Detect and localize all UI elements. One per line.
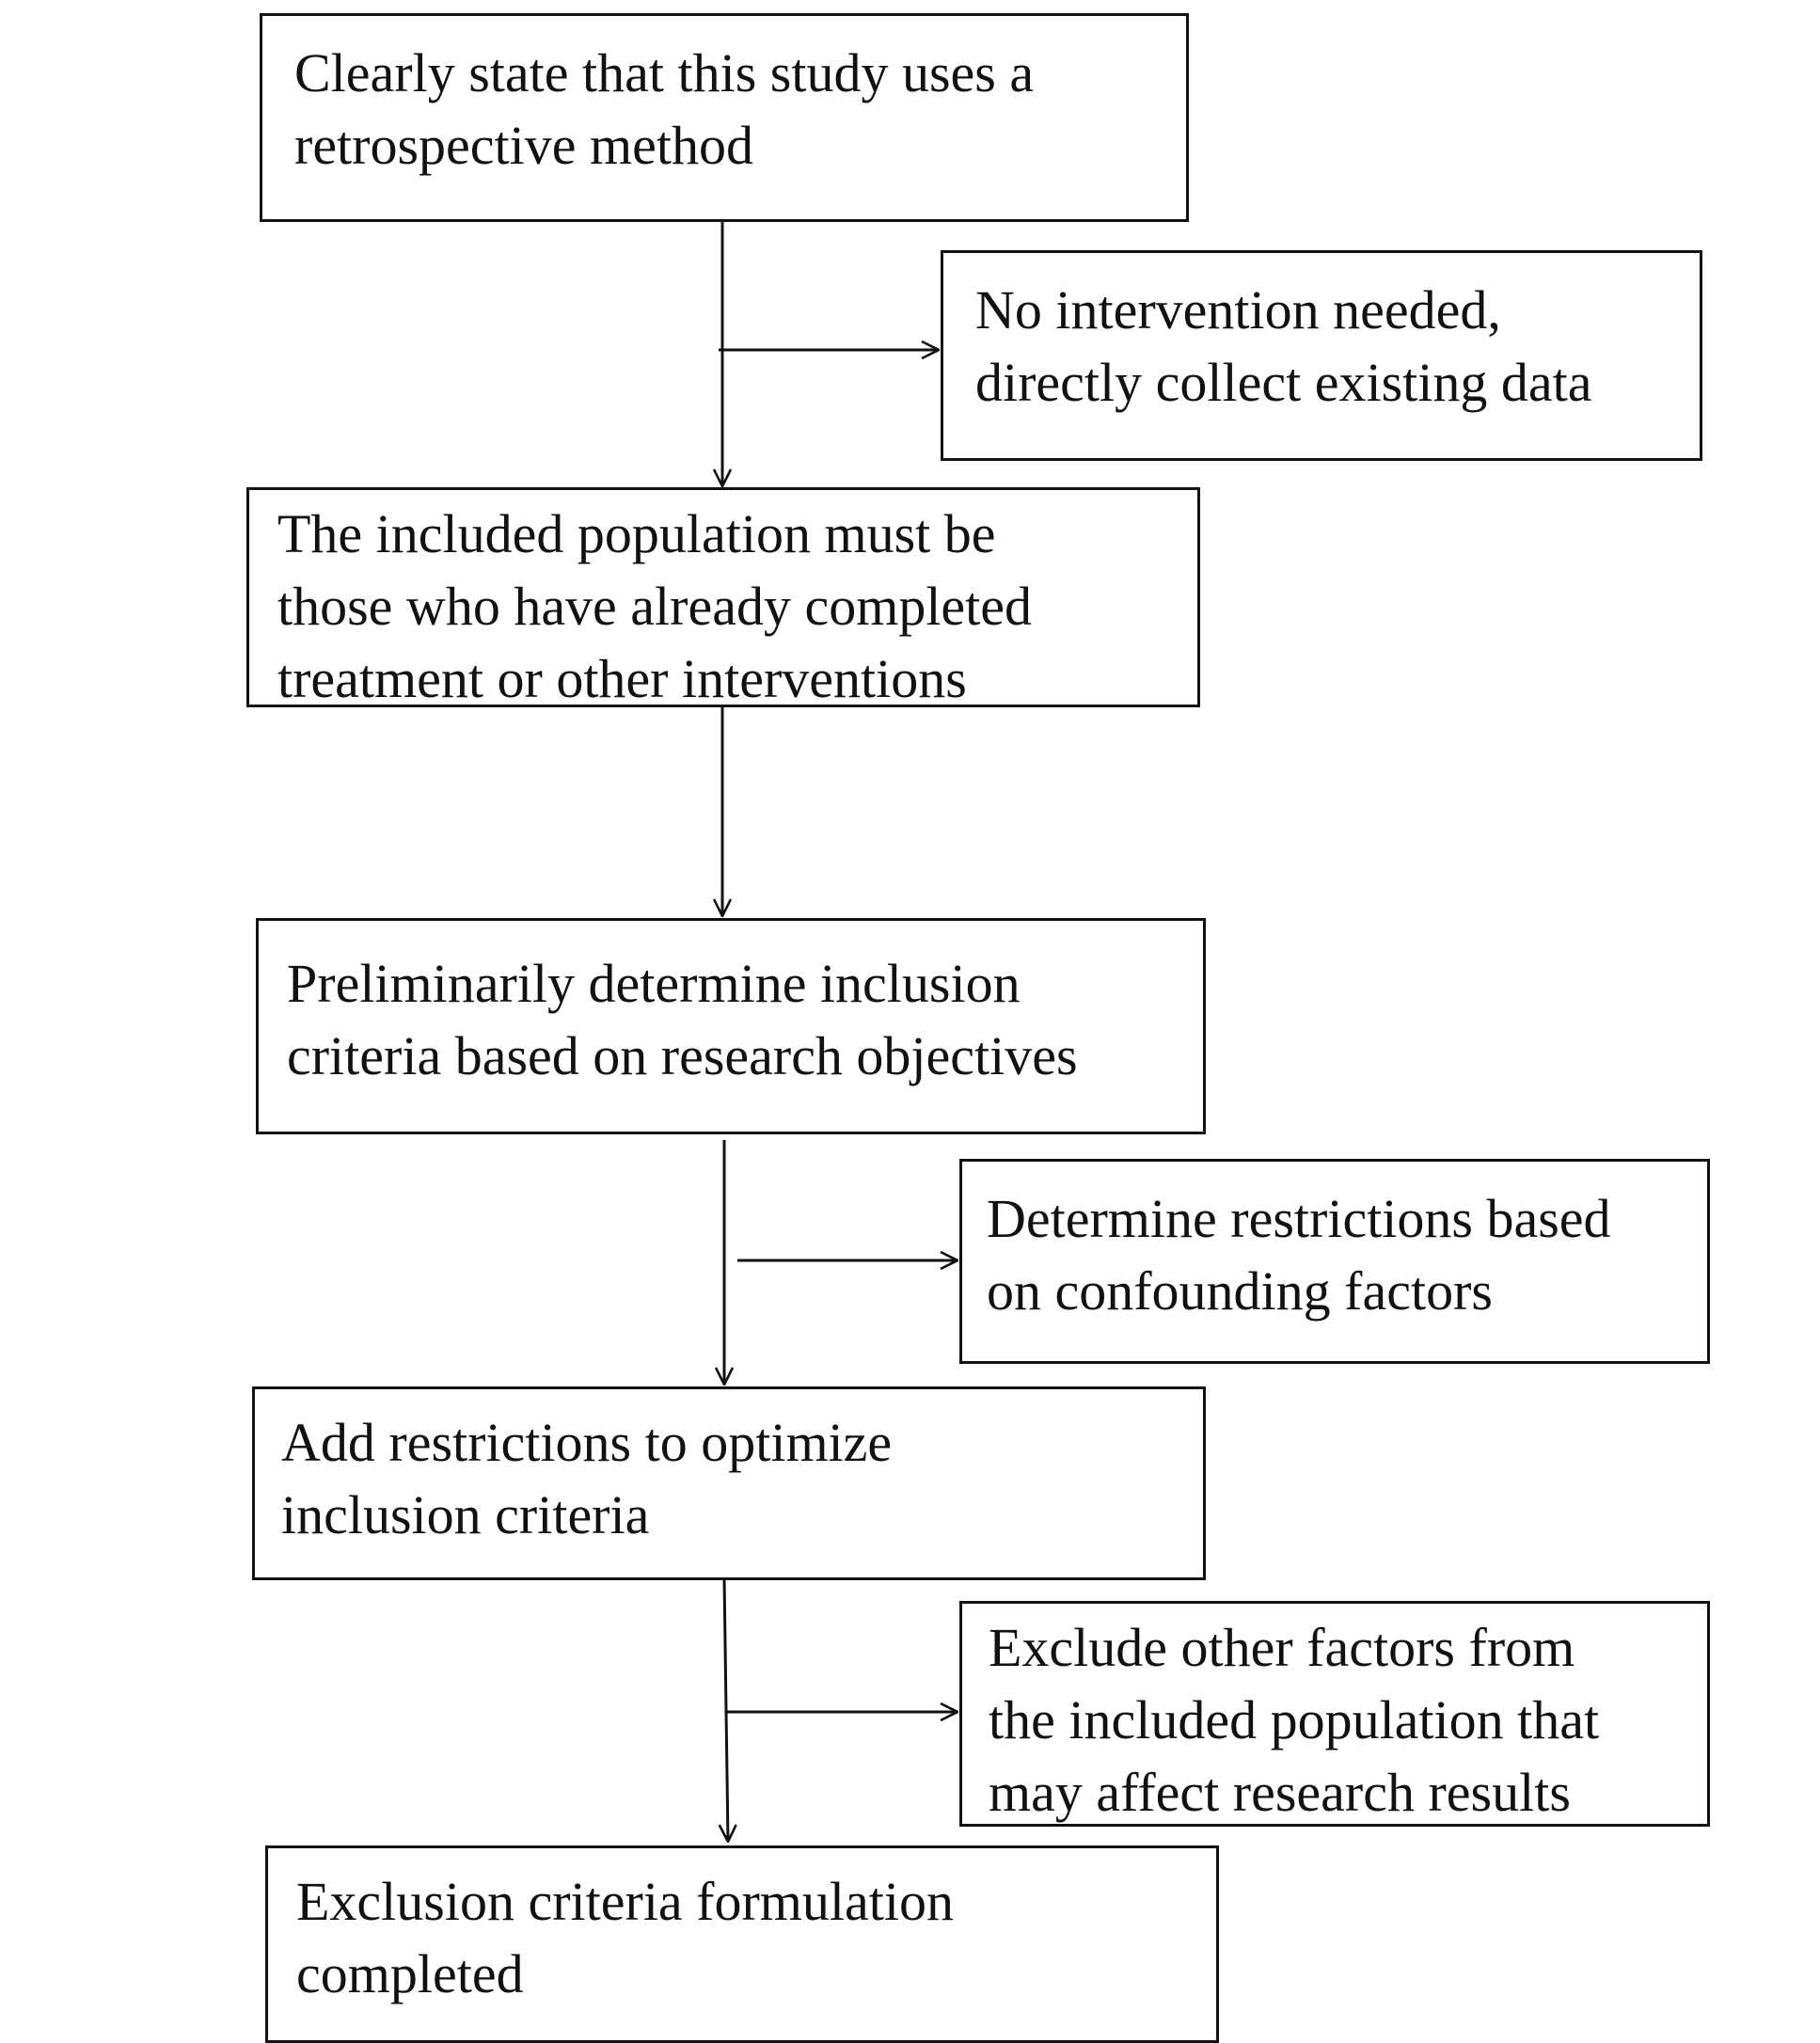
- node-text-line: Determine restrictions based: [987, 1188, 1611, 1249]
- arrow-n6-to-n8: [724, 1577, 728, 1842]
- node-add-restrictions: Add restrictions to optimize inclusion c…: [252, 1386, 1206, 1580]
- node-text-line: No intervention needed,: [975, 279, 1501, 340]
- node-text-line: criteria based on research objectives: [287, 1025, 1078, 1086]
- node-text-line: inclusion criteria: [281, 1484, 650, 1545]
- node-retrospective-method: Clearly state that this study uses a ret…: [260, 13, 1189, 222]
- node-text-line: completed: [296, 1943, 524, 2004]
- node-exclude-other-factors: Exclude other factors from the included …: [959, 1601, 1710, 1827]
- node-text-line: those who have already completed: [277, 576, 1033, 637]
- node-text-line: Preliminarily determine inclusion: [287, 953, 1021, 1014]
- node-text-line: may affect research results: [989, 1762, 1571, 1823]
- node-text-line: directly collect existing data: [975, 352, 1592, 413]
- node-text-line: Clearly state that this study uses a: [294, 42, 1035, 103]
- node-no-intervention: No intervention needed, directly collect…: [941, 250, 1702, 461]
- node-text-line: on confounding factors: [987, 1260, 1493, 1322]
- node-text-line: treatment or other interventions: [277, 648, 967, 709]
- node-exclusion-completed: Exclusion criteria formulation completed: [265, 1845, 1219, 2043]
- node-text-line: retrospective method: [294, 115, 753, 176]
- node-text-line: The included population must be: [277, 503, 996, 564]
- node-text-line: Exclusion criteria formulation: [296, 1871, 955, 1932]
- node-text-line: the included population that: [989, 1689, 1600, 1750]
- node-included-population: The included population must be those wh…: [246, 487, 1200, 709]
- node-text-line: Exclude other factors from: [989, 1617, 1575, 1678]
- node-preliminary-inclusion: Preliminarily determine inclusion criter…: [256, 918, 1206, 1134]
- node-confounding-restrictions: Determine restrictions based on confound…: [959, 1159, 1710, 1364]
- node-text-line: Add restrictions to optimize: [281, 1412, 893, 1473]
